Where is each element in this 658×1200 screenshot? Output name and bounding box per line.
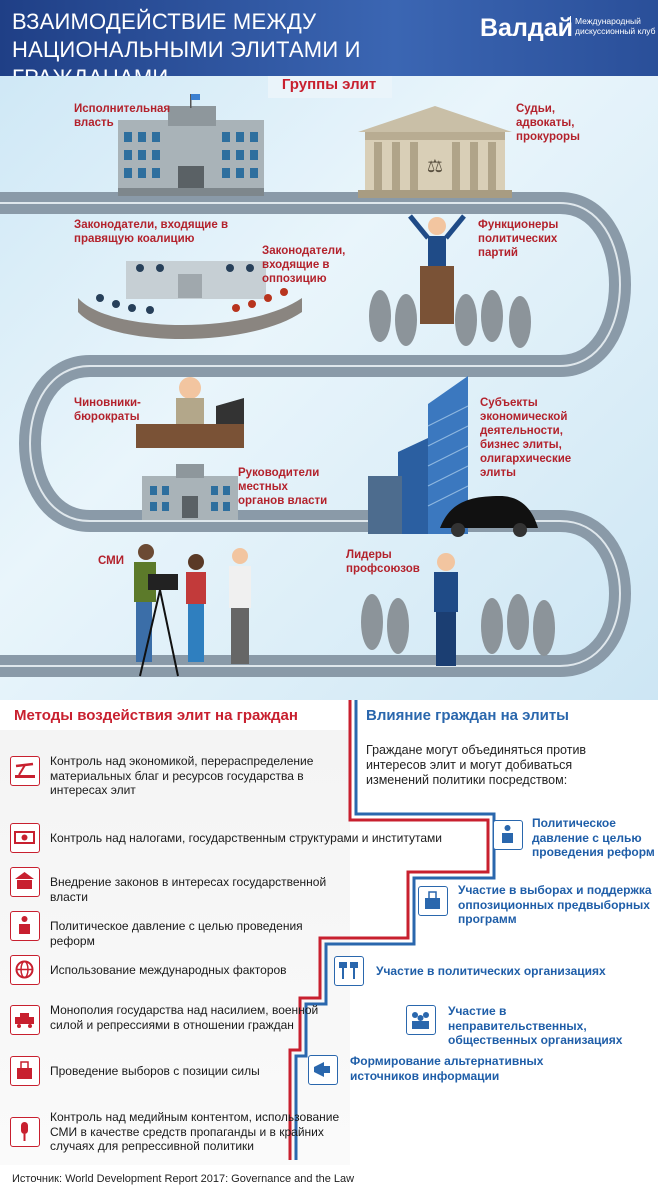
- method-item-international: Использование международных факторов: [50, 963, 287, 977]
- method-item-laws: Внедрение законов в интересах государств…: [50, 875, 327, 904]
- groups-title: Группы элит: [281, 76, 377, 93]
- government-building-icon: [118, 94, 264, 196]
- svg-text:⚖: ⚖: [427, 156, 443, 176]
- title-line-1: ВЗАИМОДЕЙСТВИЕ МЕЖДУ: [12, 9, 317, 34]
- influence-item-alt-media: Формирование альтернативных источников и…: [350, 1054, 544, 1083]
- source-note: Источник: World Development Report 2017:…: [12, 1173, 355, 1185]
- method-item-elections: Проведение выборов с позиции силы: [50, 1064, 260, 1078]
- group-label-union-leaders: Лидеры профсоюзов: [346, 549, 420, 575]
- brand-subtitle: Международный дискуссионный клуб: [570, 16, 658, 36]
- microphone-icon: [10, 1117, 40, 1147]
- influence-title: Влияние граждан на элиты: [366, 707, 569, 724]
- protest-signs-icon: [334, 956, 364, 986]
- money-icon: [10, 823, 40, 853]
- influence-intro: Граждане могут объединяться против интер…: [366, 743, 587, 787]
- ballot-box-icon: [10, 1056, 40, 1086]
- method-item-pressure: Политическое давление с целью проведения…: [50, 919, 303, 948]
- elite-groups-panel: ⚖: [0, 76, 658, 701]
- business-towers-icon: [368, 376, 538, 537]
- influence-item-elections: Участие в выборах и поддержка оппозицион…: [458, 883, 652, 926]
- group-label-judges: Судьи, адвокаты, прокуроры: [516, 103, 580, 143]
- parliament-icon: [78, 261, 302, 339]
- media-crew-icon: [134, 544, 251, 677]
- parliament-building-icon: [10, 867, 40, 897]
- method-item-economy: Контроль над экономикой, перераспределен…: [50, 754, 314, 797]
- method-item-taxes: Контроль над налогами, государственным с…: [50, 831, 442, 845]
- brand-logo: Валдай: [480, 14, 573, 42]
- group-label-opposition-legislators: Законодатели, входящие в оппозицию: [262, 245, 346, 285]
- group-label-local-authorities: Руководители местных органов власти: [238, 467, 328, 507]
- oil-pump-icon: [10, 756, 40, 786]
- header-banner: ВЗАИМОДЕЙСТВИЕ МЕЖДУ НАЦИОНАЛЬНЫМИ ЭЛИТА…: [0, 0, 658, 90]
- road-illustration: ⚖: [0, 94, 631, 677]
- method-item-media: Контроль над медийным контентом, использ…: [50, 1110, 340, 1153]
- military-vehicle-icon: [10, 1005, 40, 1035]
- globe-icon: [10, 955, 40, 985]
- speaker-podium-icon: [10, 911, 40, 941]
- podium-speaker-icon: [493, 820, 523, 850]
- method-item-violence: Монополия государства над насилием, воен…: [50, 1003, 319, 1032]
- footer: [0, 1165, 658, 1200]
- party-crowd-icon: [369, 214, 531, 348]
- methods-panel: [0, 700, 350, 1165]
- groups-title-bg: [268, 76, 392, 98]
- influence-item-pressure: Политическое давление с целью проведения…: [532, 816, 655, 859]
- group-label-party-functionaries: Функционеры политических партий: [478, 219, 559, 259]
- megaphone-icon: [308, 1055, 338, 1085]
- influence-panel: [350, 700, 658, 1165]
- methods-title: Методы воздействия элит на граждан: [14, 707, 298, 724]
- stair-divider: [288, 700, 496, 1160]
- group-label-media: СМИ: [98, 555, 124, 567]
- people-group-icon: [406, 1005, 436, 1035]
- union-crowd-icon: [361, 553, 555, 666]
- group-label-business: Субъекты экономической деятельности, биз…: [480, 397, 572, 479]
- influence-item-political-orgs: Участие в политических организациях: [376, 964, 606, 978]
- local-government-building-icon: [142, 464, 238, 520]
- ballot-icon: [418, 886, 448, 916]
- court-building-icon: ⚖: [358, 106, 512, 198]
- group-label-bureaucrats: Чиновники-бюрократы: [74, 397, 141, 423]
- group-label-coalition-legislators: Законодатели, входящие в правящую коалиц…: [74, 219, 229, 245]
- bureaucrat-icon: [136, 377, 244, 448]
- influence-item-ngos: Участие в неправительственных, обществен…: [448, 1004, 623, 1047]
- group-label-executive: Исполнительная власть: [74, 103, 171, 129]
